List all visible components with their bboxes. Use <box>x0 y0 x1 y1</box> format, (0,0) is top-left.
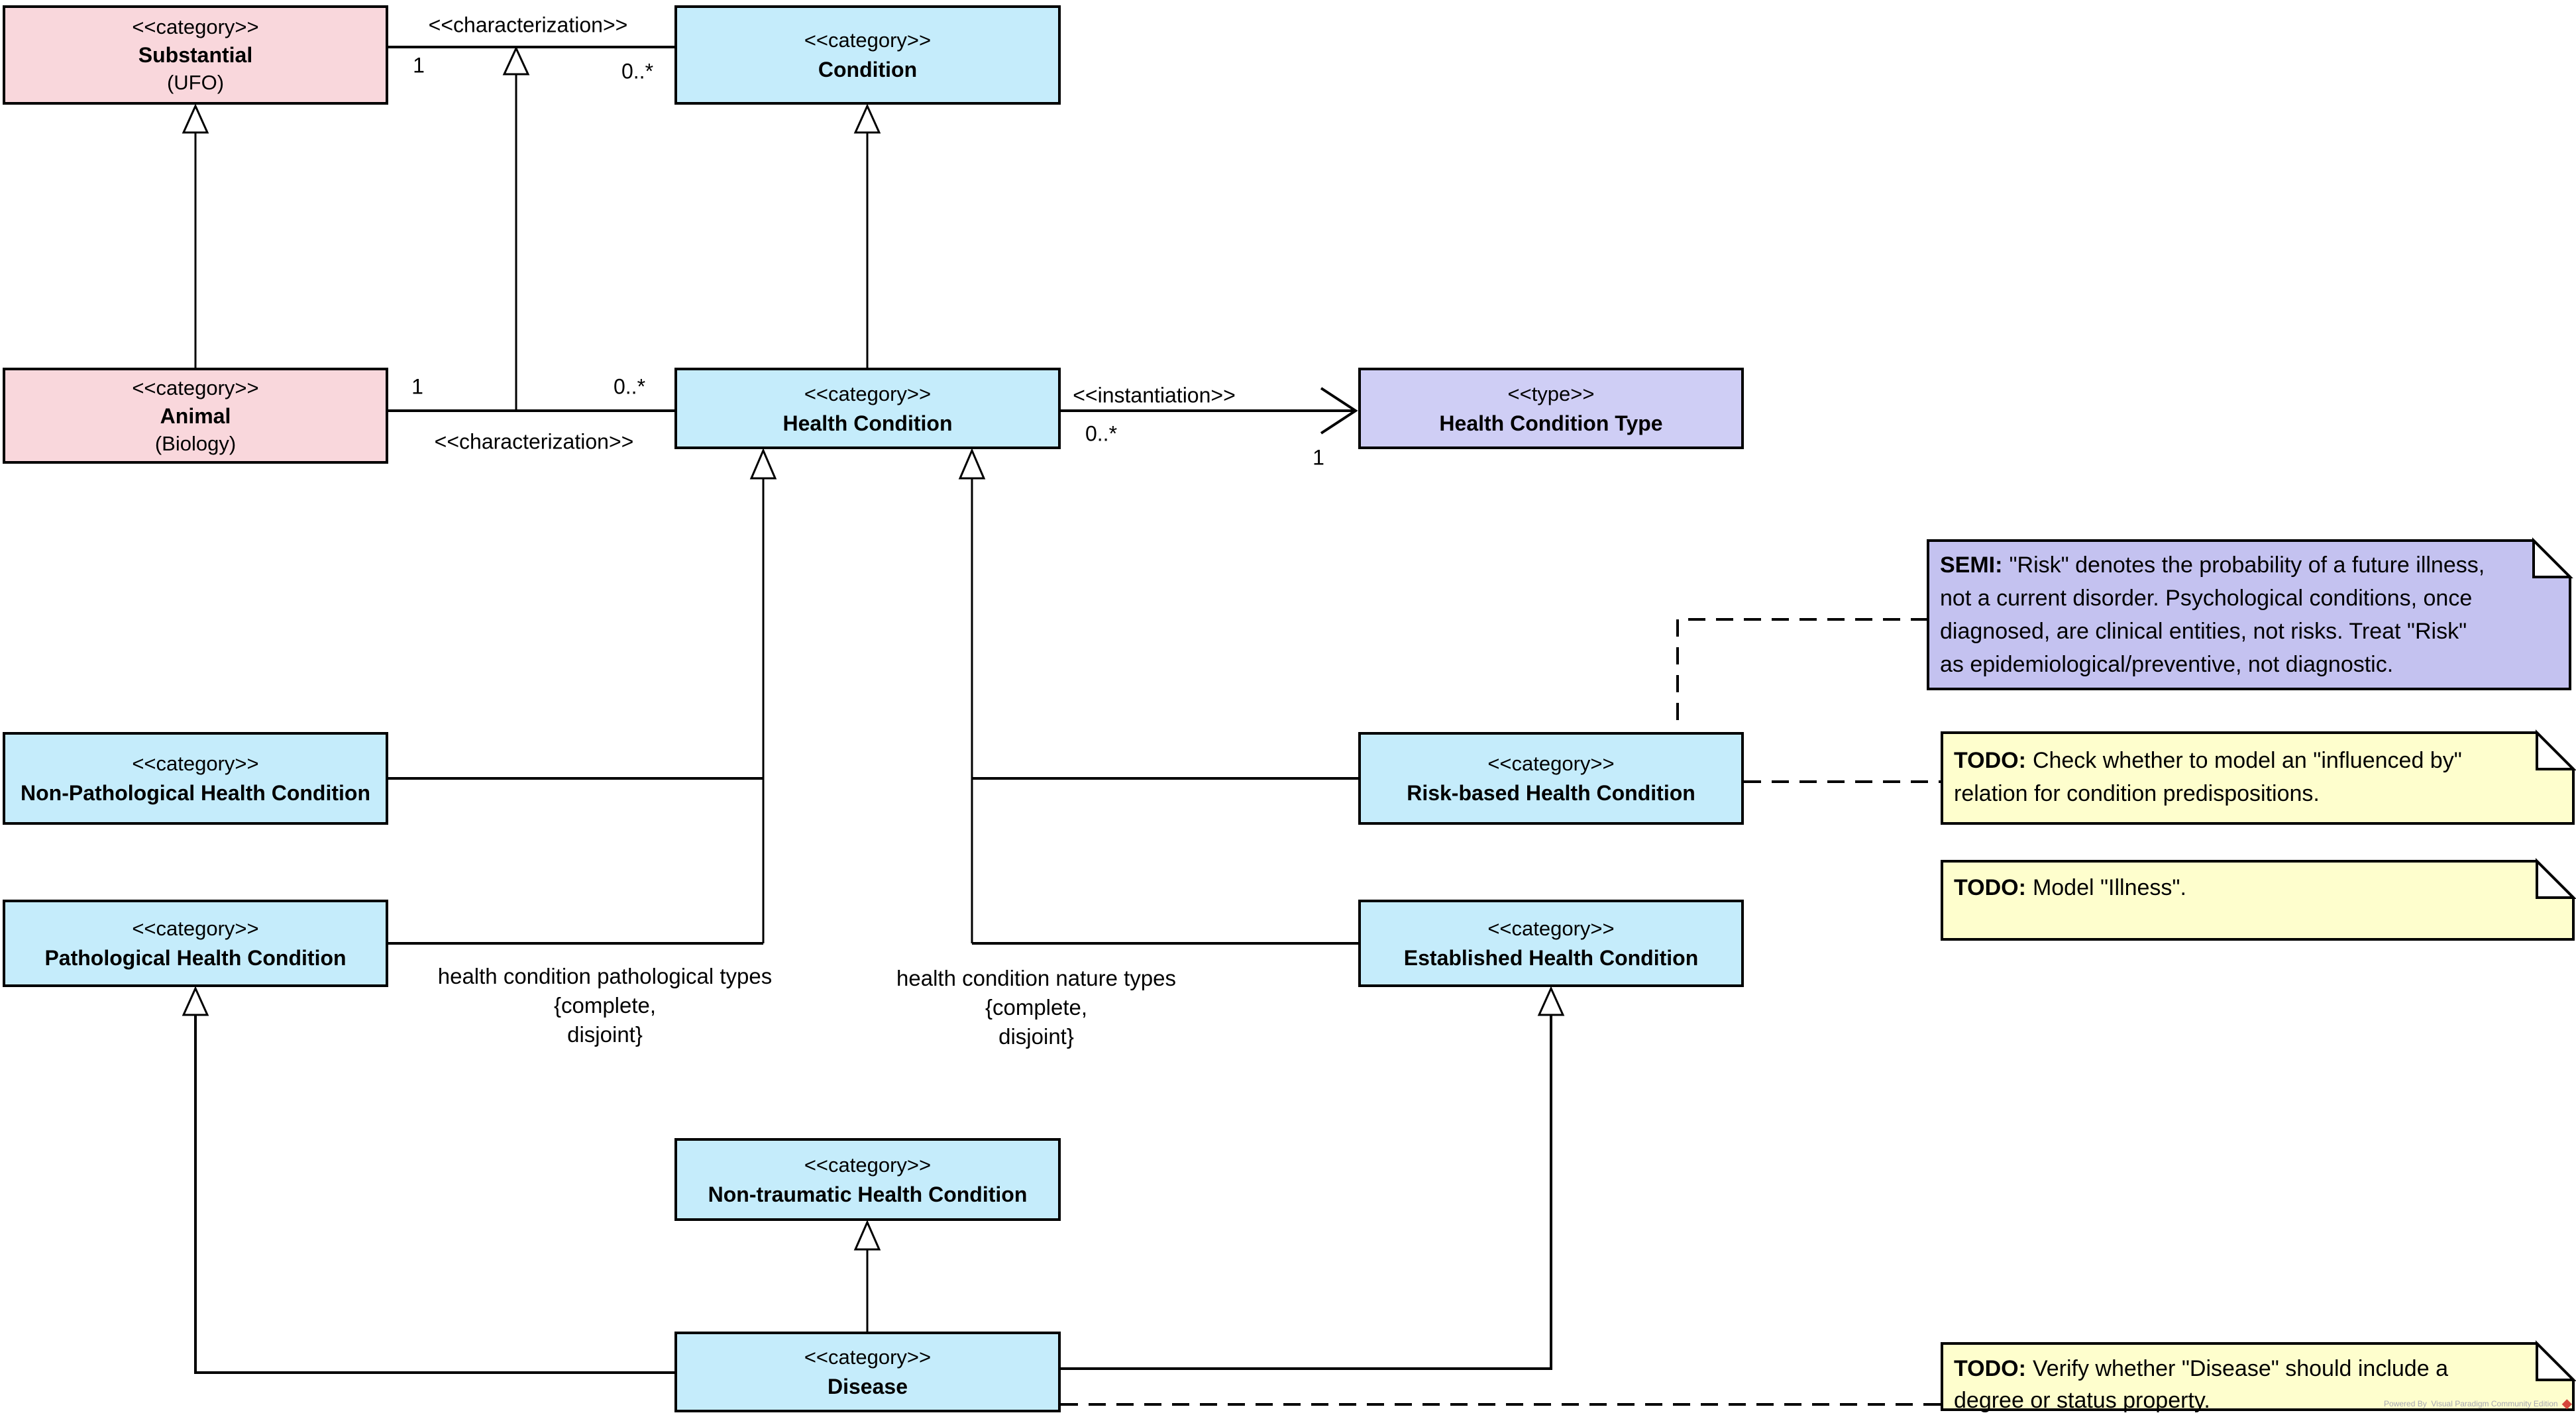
watermark: Powered By Visual Paradigm Community Edi… <box>2384 1396 2572 1411</box>
generalization-triangle-icon <box>502 46 530 76</box>
instantiation-label: <<instantiation>> <box>1073 383 1236 407</box>
class-stereotype: <<category>> <box>804 28 932 52</box>
class-name: Animal <box>160 403 231 428</box>
multiplicity-label: 0..* <box>613 374 646 399</box>
note-todo-disease-text: TODO:Verify whether "Disease" should inc… <box>1954 1356 2448 1413</box>
generalization-triangle-icon <box>749 448 777 480</box>
note-fold-corner-icon <box>2532 537 2573 578</box>
note-prefix: TODO: <box>1954 875 2026 900</box>
note-todo-influenced-shape[interactable] <box>1941 729 2576 825</box>
class-name: Health Condition Type <box>1439 411 1663 435</box>
genset-constraint: disjoint} <box>567 1022 643 1047</box>
note-semi-text: SEMI:"Risk" denotes the probability of a… <box>1940 552 2485 677</box>
class-name: Risk-based Health Condition <box>1407 781 1695 805</box>
note-todo-illness-shape[interactable] <box>1941 858 2576 941</box>
multiplicity-label: 0..* <box>1085 421 1118 446</box>
class-stereotype: <<category>> <box>804 1153 932 1177</box>
generalization-triangle-icon <box>182 986 209 1016</box>
class-box-non-pathological[interactable]: <<category>> Non-Pathological Health Con… <box>3 732 388 825</box>
class-box-condition[interactable]: <<category>> Condition <box>674 5 1061 105</box>
class-name: Health Condition <box>782 411 953 435</box>
multiplicity-label: 1 <box>411 374 423 399</box>
class-box-risk-based[interactable]: <<category>> Risk-based Health Condition <box>1358 732 1744 825</box>
multiplicity-label: 1 <box>1313 445 1324 470</box>
genset-constraint: {complete, <box>985 995 1088 1020</box>
note-todo-illness-text: TODO:Model "Illness". <box>1954 875 2186 900</box>
class-stereotype: <<category>> <box>804 382 932 405</box>
genset-constraint: disjoint} <box>998 1024 1074 1049</box>
note-prefix: TODO: <box>1954 1356 2026 1381</box>
watermark-text: Powered By Visual Paradigm Community Edi… <box>2384 1399 2558 1408</box>
class-box-disease[interactable]: <<category>> Disease <box>674 1332 1061 1412</box>
note-prefix: SEMI: <box>1940 552 2003 578</box>
generalization-triangle-icon <box>853 103 881 134</box>
disease-established-generalization <box>1061 1015 1552 1370</box>
class-box-animal[interactable]: <<category>> Animal (Biology) <box>3 368 388 464</box>
genset-pathological-types-label: health condition pathological types {com… <box>438 962 773 1049</box>
class-stereotype: <<category>> <box>1487 917 1615 940</box>
multiplicity-label: 1 <box>413 53 425 78</box>
class-name: Condition <box>818 58 918 81</box>
characterization-bottom-label: <<characterization>> <box>434 429 634 454</box>
class-box-established[interactable]: <<category>> Established Health Conditio… <box>1358 900 1744 987</box>
genset-name: health condition pathological types <box>437 964 773 988</box>
class-name: Disease <box>828 1375 908 1398</box>
class-stereotype: <<category>> <box>1487 752 1615 775</box>
class-stereotype: <<category>> <box>132 376 259 399</box>
note-todo-disease-shape[interactable] <box>1941 1340 2576 1411</box>
disease-pathological-generalization <box>194 1015 674 1374</box>
class-box-health-condition-type[interactable]: <<type>> Health Condition Type <box>1358 368 1744 449</box>
genset-nature-types-label: health condition nature types {complete,… <box>896 964 1176 1051</box>
genset-name: health condition nature types <box>896 966 1176 990</box>
class-box-health-condition[interactable]: <<category>> Health Condition <box>674 368 1061 449</box>
class-subtitle: (UFO) <box>166 71 225 94</box>
note-semi-shape[interactable] <box>1927 537 2573 690</box>
generalization-triangle-icon <box>853 1220 881 1251</box>
visual-paradigm-logo-icon: ◆ <box>2561 1396 2572 1411</box>
class-box-non-traumatic[interactable]: <<category>> Non-traumatic Health Condit… <box>674 1138 1061 1221</box>
class-stereotype: <<category>> <box>132 752 259 775</box>
note-todo-influenced-text: TODO:Check whether to model an "influenc… <box>1954 748 2462 806</box>
genset-constraint: {complete, <box>553 993 657 1018</box>
note-fold-corner-icon <box>2536 729 2576 770</box>
class-name: Substantial <box>138 43 253 67</box>
note-prefix: TODO: <box>1954 748 2026 773</box>
class-name: Non-Pathological Health Condition <box>21 781 370 805</box>
multiplicity-label: 0..* <box>621 59 654 83</box>
generalization-triangle-icon <box>958 448 986 480</box>
generalization-triangle-icon <box>182 103 209 134</box>
class-stereotype: <<type>> <box>1507 382 1595 405</box>
class-subtitle: (Biology) <box>154 431 237 455</box>
class-box-pathological[interactable]: <<category>> Pathological Health Conditi… <box>3 900 388 987</box>
class-stereotype: <<category>> <box>132 15 259 38</box>
class-name: Non-traumatic Health Condition <box>708 1182 1028 1206</box>
class-name: Established Health Condition <box>1403 946 1699 970</box>
note-fold-corner-icon <box>2536 1340 2576 1381</box>
class-box-substantial[interactable]: <<category>> Substantial (UFO) <box>3 5 388 105</box>
generalization-triangle-icon <box>1537 986 1565 1016</box>
semi-note-anchor <box>1676 618 1928 729</box>
class-name: Pathological Health Condition <box>44 946 347 970</box>
class-stereotype: <<category>> <box>804 1345 932 1369</box>
characterization-top-label: <<characterization>> <box>428 13 628 37</box>
open-arrowhead-icon <box>1320 387 1358 435</box>
note-fold-corner-icon <box>2536 858 2576 899</box>
class-stereotype: <<category>> <box>132 917 259 940</box>
